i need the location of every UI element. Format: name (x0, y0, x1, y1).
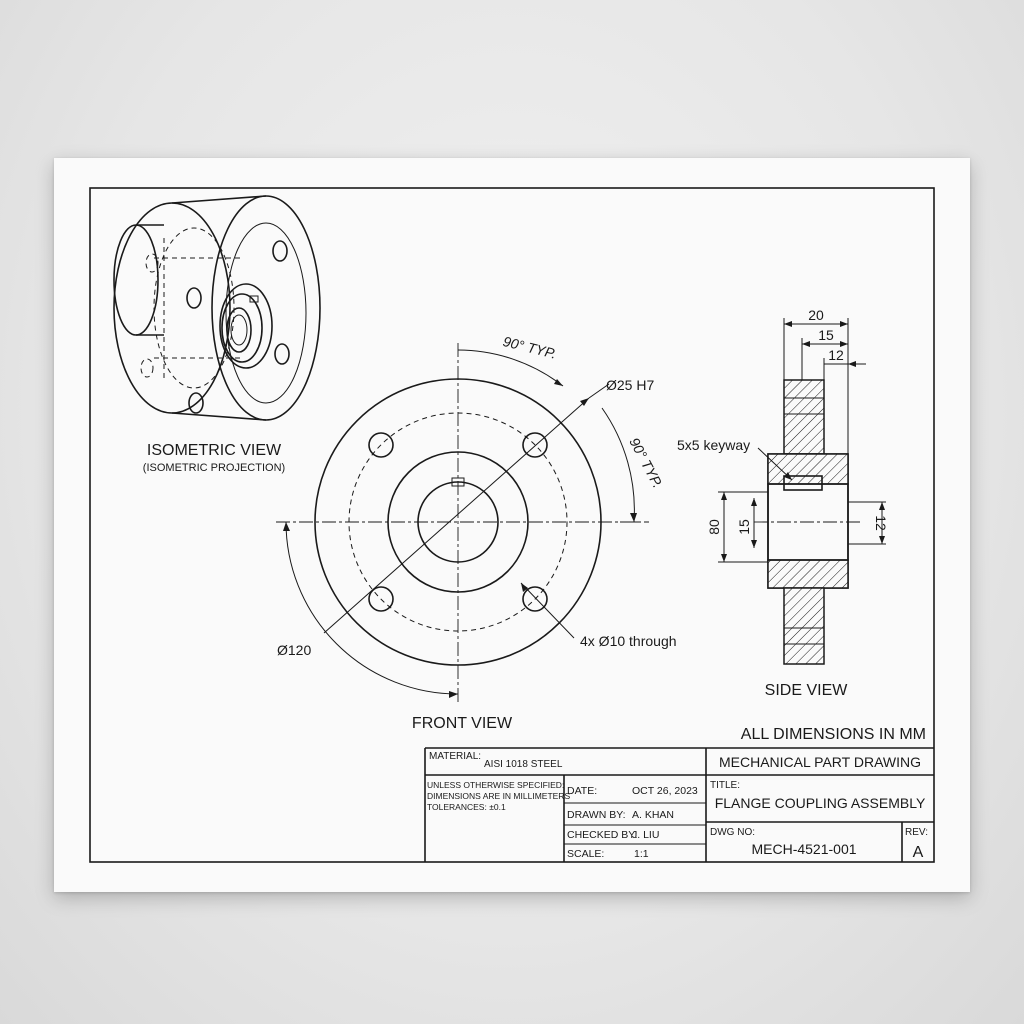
date-value: OCT 26, 2023 (632, 785, 698, 797)
checked-by-label: CHECKED BY: (567, 829, 638, 841)
technical-drawing: ISOMETRIC VIEW (ISOMETRIC PROJECTION) (89, 187, 935, 863)
drawn-by-label: DRAWN BY: (567, 809, 626, 821)
rev-value: A (913, 844, 924, 861)
side-keyway-label: 5x5 keyway (677, 437, 750, 453)
side-dim-15-left: 15 (736, 519, 752, 535)
isometric-view-title: ISOMETRIC VIEW (147, 442, 282, 459)
drawing-border (89, 187, 935, 863)
dimensions-note: ALL DIMENSIONS IN MM (741, 726, 926, 743)
isometric-view (113, 195, 321, 421)
side-dim-20: 20 (808, 307, 824, 323)
side-dim-12-right: 12 (873, 515, 889, 531)
front-holes-label: 4x Ø10 through (580, 633, 677, 649)
scale-value: 1:1 (634, 848, 649, 860)
dwg-no-value: MECH-4521-001 (751, 841, 856, 857)
general-note-line-3: TOLERANCES: ±0.1 (427, 802, 506, 812)
front-bore-label: Ø25 H7 (606, 377, 654, 393)
front-view-title: FRONT VIEW (412, 715, 513, 732)
front-view (276, 343, 649, 703)
drawing-sheet: ISOMETRIC VIEW (ISOMETRIC PROJECTION) (54, 158, 970, 892)
checked-by-value: J. LIU (632, 829, 659, 841)
front-outer-dia-label: Ø120 (277, 642, 311, 658)
side-view-title: SIDE VIEW (765, 682, 849, 699)
front-angle-top-label: 90° TYP. (501, 333, 558, 362)
dwg-no-label: DWG NO: (710, 827, 755, 838)
material-value: AISI 1018 STEEL (484, 759, 563, 770)
title-value: FLANGE COUPLING ASSEMBLY (715, 795, 926, 811)
material-label: MATERIAL: (429, 751, 481, 762)
side-dim-15-top: 15 (818, 327, 834, 343)
general-note-line-2: DIMENSIONS ARE IN MILLIMETERS (427, 791, 570, 801)
title-block (424, 747, 934, 862)
title-block-header: MECHANICAL PART DRAWING (719, 754, 921, 770)
general-note-line-1: UNLESS OTHERWISE SPECIFIED: (427, 780, 564, 790)
scale-label: SCALE: (567, 848, 604, 860)
side-view (718, 318, 886, 665)
side-dim-80: 80 (706, 519, 722, 535)
side-dim-12-top: 12 (828, 347, 844, 363)
title-label: TITLE: (710, 780, 740, 791)
date-label: DATE: (567, 785, 597, 797)
rev-label: REV: (905, 827, 928, 838)
drawn-by-value: A. KHAN (632, 809, 674, 821)
isometric-view-subtitle: (ISOMETRIC PROJECTION) (143, 462, 285, 474)
